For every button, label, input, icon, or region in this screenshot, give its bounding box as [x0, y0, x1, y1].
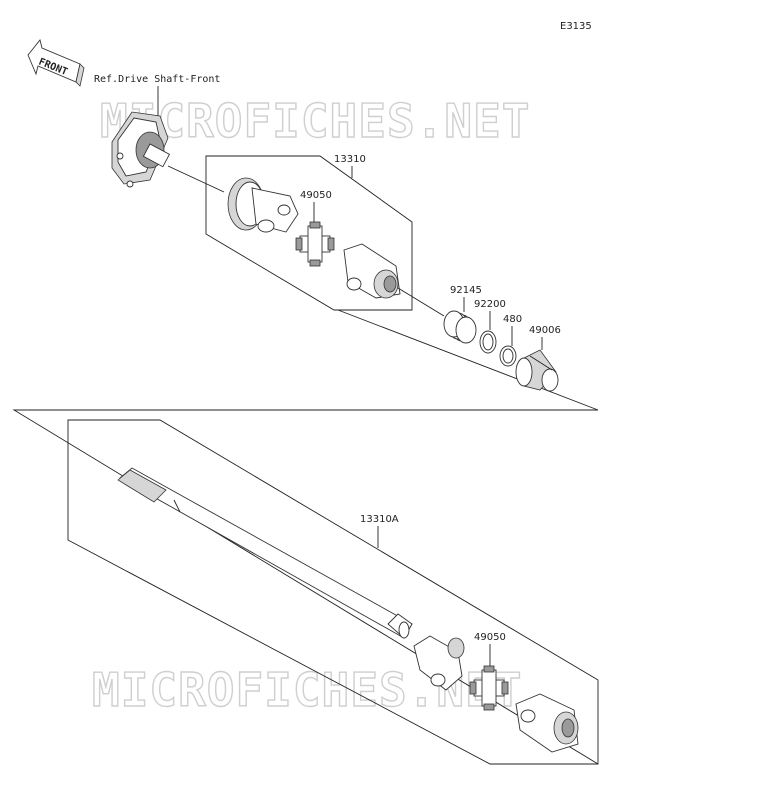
- cross-joint-lower-part: [469, 665, 509, 711]
- front-arrow-icon: FRONT: [27, 39, 85, 87]
- flange-yoke-lower-part: [515, 693, 579, 753]
- shaft-line-upper: [167, 165, 225, 193]
- slip-yoke-upper-part: [343, 243, 401, 299]
- watermark-top: MICROFICHES.NET: [100, 94, 530, 148]
- front-housing-part: [111, 111, 171, 188]
- label-13310A: 13310A: [360, 514, 399, 525]
- label-480: 480: [503, 314, 522, 325]
- assembly-13310A-outline: [67, 419, 599, 765]
- lower-frame-diagonal: [12, 409, 599, 765]
- assembly-13310-lower-edge: [337, 309, 599, 411]
- cross-joint-upper-part: [295, 221, 335, 267]
- label-92145: 92145: [450, 285, 482, 296]
- yoke-upper-part: [227, 177, 299, 233]
- ref-drive-shaft-label: Ref.Drive Shaft-Front: [94, 74, 220, 85]
- label-49050-lower: 49050: [474, 632, 506, 643]
- label-49050-upper: 49050: [300, 190, 332, 201]
- label-49006: 49006: [529, 325, 561, 336]
- label-92200: 92200: [474, 299, 506, 310]
- long-shaft-part: [117, 467, 413, 639]
- boot-part: [515, 349, 559, 392]
- yoke-lower-part: [413, 635, 465, 691]
- diagram-code: E3135: [560, 21, 592, 32]
- spring-part: [443, 310, 477, 344]
- label-13310: 13310: [334, 154, 366, 165]
- assembly-13310-outline: [205, 155, 413, 311]
